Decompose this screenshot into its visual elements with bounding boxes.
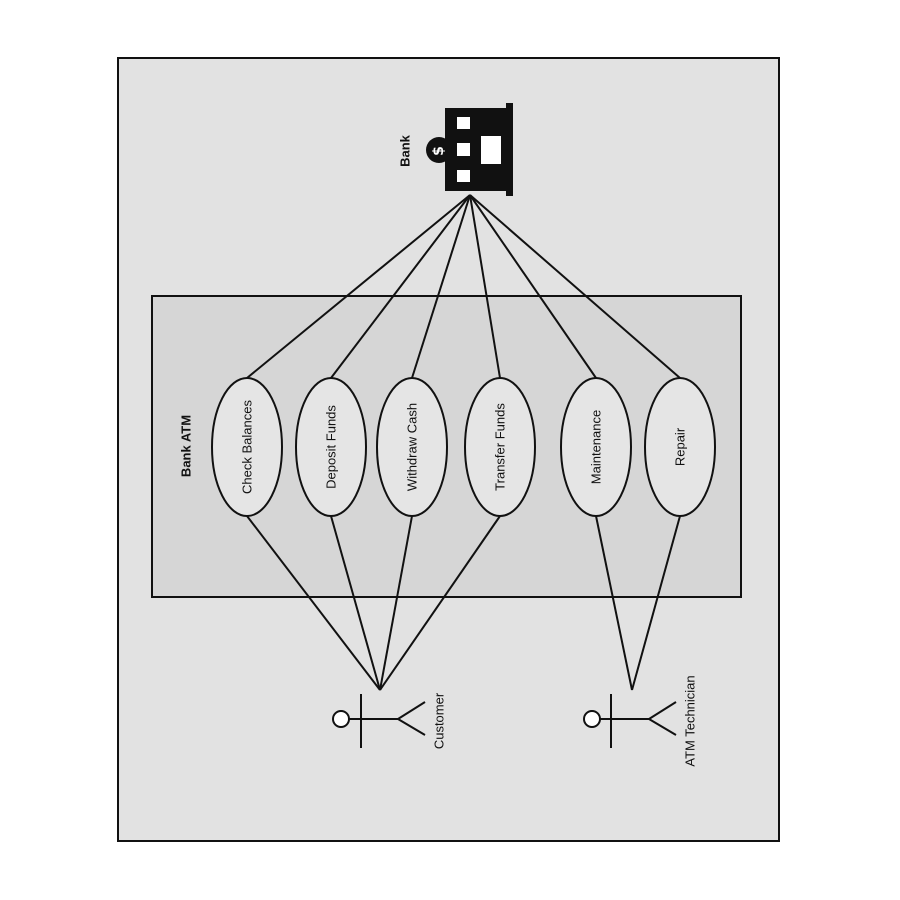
actor-bank[interactable]: $ Bank	[398, 103, 514, 196]
use-case-transfer-funds[interactable]: Transfer Funds	[464, 377, 536, 517]
use-case-label: Maintenance	[589, 410, 604, 484]
association-bank-check-balances	[246, 194, 471, 379]
use-case-ellipse	[376, 377, 448, 517]
association-customer-transfer-funds	[379, 515, 501, 691]
association-customer-check-balances	[246, 515, 381, 691]
use-case-ellipse	[644, 377, 716, 517]
use-case-withdraw-cash[interactable]: Withdraw Cash	[376, 377, 448, 517]
use-case-ellipse	[464, 377, 536, 517]
use-case-ellipse	[211, 377, 283, 517]
association-bank-withdraw-cash	[411, 194, 471, 379]
association-technician-repair	[631, 515, 681, 691]
stick-figure-icon	[583, 694, 677, 748]
use-case-label: Check Balances	[240, 400, 255, 494]
actor-label-bank: Bank	[398, 134, 413, 167]
use-case-label: Transfer Funds	[493, 403, 508, 491]
use-case-deposit-funds[interactable]: Deposit Funds	[295, 377, 367, 517]
use-case-check-balances[interactable]: Check Balances	[211, 377, 283, 517]
association-customer-deposit-funds	[330, 515, 381, 691]
use-case-maintenance[interactable]: Maintenance	[560, 377, 632, 517]
bank-building-dollar-icon: $	[426, 103, 513, 196]
association-lines	[246, 194, 681, 691]
association-bank-deposit-funds	[330, 194, 471, 379]
use-case-repair[interactable]: Repair	[644, 377, 716, 517]
stick-figure-icon	[332, 694, 426, 748]
association-bank-maintenance	[469, 194, 597, 379]
association-technician-maintenance	[595, 515, 633, 691]
association-bank-transfer-funds	[469, 194, 501, 379]
association-bank-repair	[469, 194, 681, 379]
use-case-label: Withdraw Cash	[405, 403, 420, 491]
use-case-label: Deposit Funds	[324, 405, 339, 489]
system-title: Bank ATM	[179, 415, 194, 477]
use-case-label: Repair	[673, 427, 688, 466]
actor-customer[interactable]: Customer	[332, 692, 447, 749]
svg-text:$: $	[431, 146, 447, 156]
actor-label-customer: Customer	[432, 692, 447, 749]
association-customer-withdraw-cash	[379, 515, 413, 691]
use-case-ellipse	[295, 377, 367, 517]
actor-label-atm-technician: ATM Technician	[683, 675, 698, 766]
use-case-ellipse	[560, 377, 632, 517]
actor-atm-technician[interactable]: ATM Technician	[583, 675, 698, 767]
